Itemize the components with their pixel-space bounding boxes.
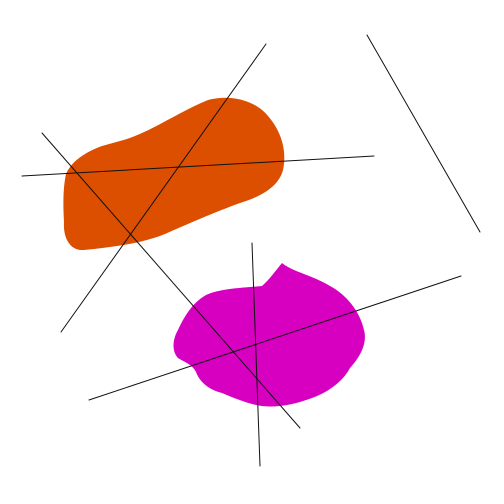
magenta-blob	[173, 263, 365, 407]
line-vertical	[251, 242, 261, 467]
line-horizontal-lower	[88, 275, 462, 401]
line-diagonal-rising	[60, 43, 267, 333]
line-horizontal-upper	[21, 155, 375, 177]
line-far-right	[366, 34, 481, 233]
